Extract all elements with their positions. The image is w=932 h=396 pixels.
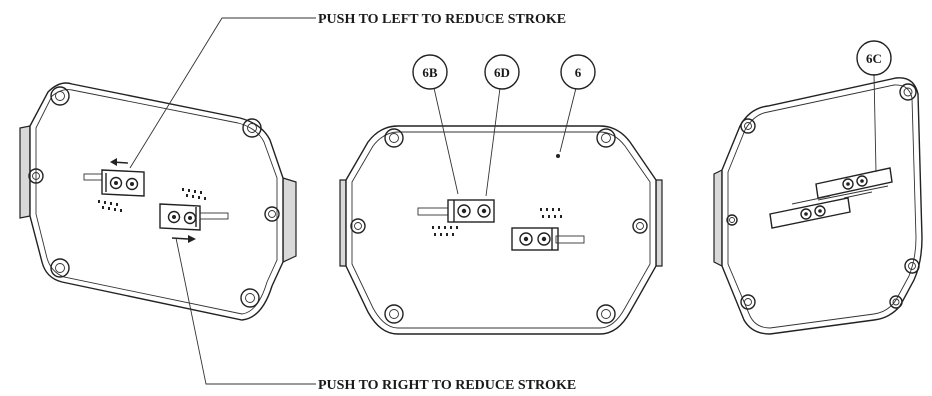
svg-text:6: 6 (575, 65, 582, 80)
svg-text:6C: 6C (866, 51, 882, 66)
callout-bubble-6d: 6D (484, 54, 520, 90)
svg-text:6D: 6D (494, 65, 510, 80)
top-callout-leader (129, 17, 316, 169)
bottom-callout-label: PUSH TO RIGHT TO REDUCE STROKE (318, 378, 576, 393)
center-right-adjuster (511, 208, 585, 251)
left-mounting-holes (28, 86, 280, 308)
bottom-callout-leader (175, 237, 316, 385)
center-mounting-holes (350, 128, 648, 324)
callout-bubble-6c: 6C (856, 40, 892, 76)
lower-adjuster-clip (159, 188, 229, 243)
right-lower-adjuster (769, 195, 851, 229)
right-plate-view (713, 73, 923, 335)
center-left-adjuster (417, 199, 495, 236)
right-mounting-holes (726, 83, 920, 310)
callout-bubble-6: 6 (560, 54, 596, 90)
svg-text:6B: 6B (422, 65, 438, 80)
center-plate-view (339, 87, 663, 335)
top-callout-label: PUSH TO LEFT TO REDUCE STROKE (318, 12, 566, 27)
right-upper-adjuster (815, 167, 893, 201)
left-plate-view (19, 82, 297, 321)
upper-adjuster-clip (83, 158, 145, 212)
callout-bubble-6b: 6B (412, 54, 448, 90)
